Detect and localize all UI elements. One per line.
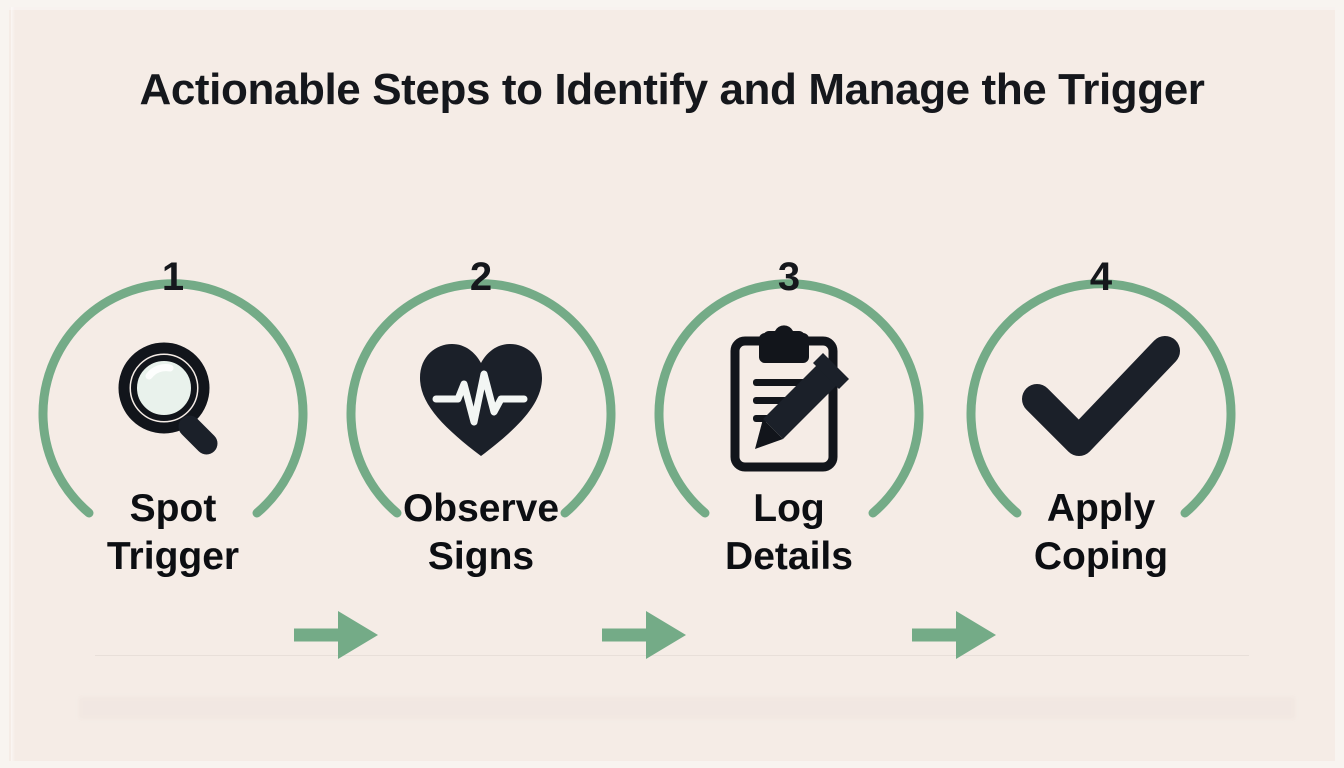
arrow-right-icon-2 bbox=[600, 605, 696, 665]
clipboard-pencil-icon bbox=[639, 325, 939, 475]
step-number-4: 4 bbox=[1089, 255, 1113, 299]
poster-canvas: Actionable Steps to Identify and Manage … bbox=[9, 7, 1335, 761]
heart-pulse-icon bbox=[331, 325, 631, 475]
paper-edge-highlight-left bbox=[11, 7, 15, 761]
checkmark-icon bbox=[951, 325, 1251, 475]
magnifying-glass-icon bbox=[23, 325, 323, 475]
page-title: Actionable Steps to Identify and Manage … bbox=[139, 65, 1205, 114]
paper-texture-band bbox=[79, 697, 1295, 719]
step-item-1: 1 Spot Trigger bbox=[23, 237, 323, 597]
arrow-right-icon-1 bbox=[292, 605, 388, 665]
step-label-3: Log Details bbox=[725, 487, 853, 579]
step-item-3: 3 L bbox=[639, 237, 939, 597]
steps-row: 1 Spot Trigger 2 bbox=[9, 237, 1335, 659]
step-number-3: 3 bbox=[777, 255, 801, 299]
arrow-right-icon-3 bbox=[910, 605, 1006, 665]
step-label-1: Spot Trigger bbox=[106, 487, 240, 579]
step-item-4: 4 Apply Coping bbox=[951, 237, 1251, 597]
paper-edge-highlight-top bbox=[9, 7, 1335, 10]
step-label-2: Observe Signs bbox=[402, 487, 560, 579]
step-number-1: 1 bbox=[161, 255, 185, 299]
step-item-2: 2 Observe Signs bbox=[331, 237, 631, 597]
step-label-4: Apply Coping bbox=[1033, 487, 1169, 579]
step-number-2: 2 bbox=[469, 255, 493, 299]
